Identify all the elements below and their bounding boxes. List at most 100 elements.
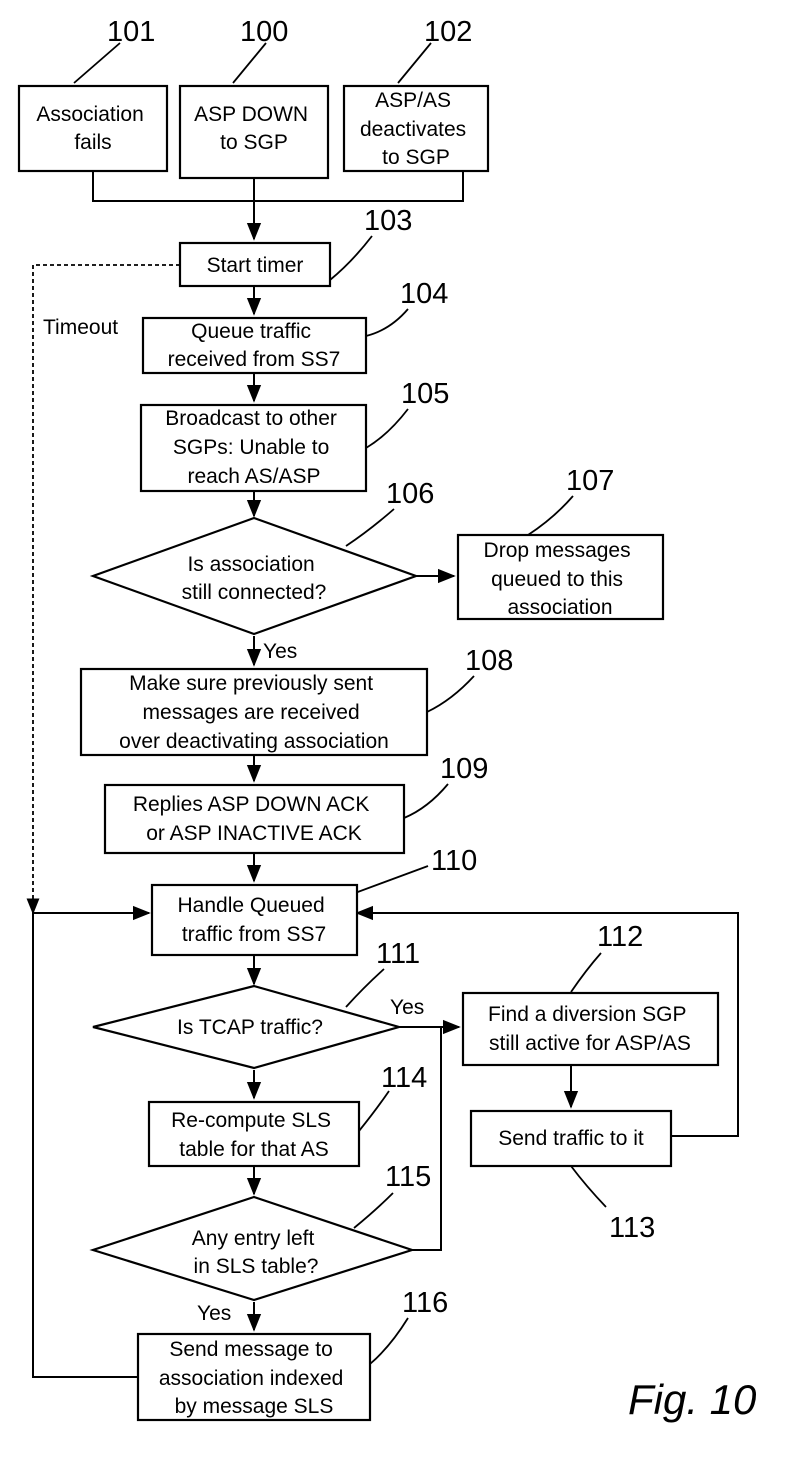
ref-number-102: 102 [424, 16, 472, 48]
ref-number-113: 113 [609, 1212, 655, 1244]
node-text-line: table for that AS [179, 1138, 328, 1161]
node-text-line: in SLS table? [194, 1255, 319, 1278]
leader-114 [359, 1091, 389, 1131]
svg-text:Send traffic to it: Send traffic to it [498, 1127, 644, 1150]
node-text-line: ASP/AS [375, 89, 451, 112]
node-text-line: to SGP [220, 131, 288, 154]
decision-association-connected: Is association still connected? [93, 518, 416, 634]
ref-number-110: 110 [431, 845, 477, 877]
edge-116-to-110 [33, 913, 149, 1377]
yes-label-106: Yes [263, 640, 297, 663]
ref-number-115: 115 [385, 1161, 431, 1193]
ref-number-101: 101 [107, 16, 155, 48]
leader-109 [404, 784, 448, 818]
node-text-line: ASP DOWN [194, 103, 308, 126]
node-start-timer: Start timer [180, 243, 330, 286]
node-text-line: Find a diversion SGP [488, 1003, 686, 1026]
node-queue-traffic: Queue traffic received from SS7 [143, 318, 366, 373]
node-text-line: received from SS7 [168, 348, 341, 371]
node-text-line: queued to this [491, 568, 623, 591]
node-text-line: association indexed [159, 1367, 343, 1390]
yes-label-115: Yes [197, 1302, 231, 1325]
svg-text:Start timer: Start timer [207, 254, 304, 277]
timeout-label: Timeout [43, 316, 118, 339]
ref-number-108: 108 [465, 645, 513, 677]
node-send-traffic-to-it: Send traffic to it [471, 1111, 671, 1166]
node-text-line: Handle Queued [178, 894, 325, 917]
ref-number-104: 104 [400, 278, 448, 310]
connectors [33, 171, 738, 1377]
node-text-line: to SGP [382, 146, 450, 169]
ref-number-107: 107 [566, 465, 614, 497]
leader-103 [330, 236, 372, 280]
ref-number-105: 105 [401, 378, 449, 410]
node-text-line: Any entry left [192, 1227, 315, 1250]
node-text-line: Drop messages [484, 539, 631, 562]
figure-label: Fig. 10 [628, 1376, 757, 1423]
leader-105 [366, 409, 408, 448]
node-text-line: Is association [187, 553, 314, 576]
edge-115-to-112 [412, 1027, 441, 1250]
node-text-line: Association [36, 103, 143, 126]
node-text-line: reach AS/ASP [187, 465, 320, 488]
decision-any-entry-left: Any entry left in SLS table? [93, 1197, 412, 1300]
ref-number-114: 114 [381, 1062, 427, 1094]
node-text-line: Send message to [169, 1338, 332, 1361]
node-text-line: Broadcast to other [165, 407, 337, 430]
leader-102 [398, 43, 431, 83]
node-text-line: by message SLS [175, 1395, 334, 1418]
ref-number-116: 116 [402, 1287, 448, 1319]
node-text-line: Queue traffic [191, 320, 311, 343]
node-text-line: Start timer [207, 254, 304, 277]
node-find-diversion-sgp: Find a diversion SGP still active for AS… [463, 993, 718, 1065]
node-text-line: fails [74, 131, 111, 154]
node-recompute-sls: Re-compute SLS table for that AS [149, 1102, 359, 1166]
leader-107 [528, 496, 573, 535]
yes-label-111: Yes [390, 996, 424, 1019]
leader-110 [355, 866, 428, 893]
node-text-line: over deactivating association [119, 730, 389, 753]
node-text-line: traffic from SS7 [182, 923, 326, 946]
leader-116 [370, 1318, 408, 1364]
node-text-line: still connected? [182, 581, 327, 604]
leader-115 [354, 1193, 393, 1228]
leader-104 [366, 309, 408, 336]
node-make-sure-received: Make sure previously sent messages are r… [81, 669, 427, 755]
svg-text:Send message to associat: Send message to association indexed by m… [159, 1338, 349, 1418]
node-text-line: Make sure previously sent [129, 672, 373, 695]
node-asp-as-deactivates: ASP/AS deactivates to SGP [344, 86, 488, 171]
node-text-line: messages are received [143, 701, 360, 724]
node-drop-messages: Drop messages queued to this association [458, 535, 663, 619]
ref-number-112: 112 [597, 921, 643, 953]
node-replies-ack: Replies ASP DOWN ACK or ASP INACTIVE ACK [105, 785, 404, 853]
ref-number-100: 100 [240, 16, 288, 48]
leader-100 [233, 43, 266, 83]
svg-text:Make sure previously sent: Make sure previously sent messages are r… [119, 672, 389, 753]
node-text-line: Re-compute SLS [171, 1109, 331, 1132]
node-handle-queued-traffic: Handle Queued traffic from SS7 [152, 885, 357, 955]
leader-101 [74, 43, 120, 83]
node-text-line: deactivates [360, 118, 466, 141]
node-broadcast-to-sgps: Broadcast to other SGPs: Unable to reach… [141, 405, 366, 491]
ref-number-106: 106 [386, 478, 434, 510]
node-asp-down-to-sgp: ASP DOWN to SGP [180, 86, 328, 178]
leader-106 [346, 509, 394, 546]
node-text-line: Send traffic to it [498, 1127, 644, 1150]
svg-text:Broadcast to other SGPs:: Broadcast to other SGPs: Unable to reach… [165, 407, 342, 488]
ref-number-103: 103 [364, 205, 412, 237]
leader-111 [346, 969, 384, 1007]
ref-number-111: 111 [376, 938, 420, 970]
node-text-line: Replies ASP DOWN ACK [133, 793, 370, 816]
node-text-line: Is TCAP traffic? [177, 1016, 323, 1039]
leader-113 [571, 1166, 606, 1207]
node-text-line: or ASP INACTIVE ACK [146, 822, 362, 845]
leader-108 [427, 676, 474, 712]
node-text-line: SGPs: Unable to [173, 436, 329, 459]
ref-number-109: 109 [440, 753, 488, 785]
node-send-message-indexed: Send message to association indexed by m… [138, 1334, 370, 1420]
leader-112 [571, 953, 601, 992]
svg-text:Is TCAP traffic?: Is TCAP traffic? [177, 1016, 323, 1039]
node-text-line: association [507, 596, 612, 619]
node-association-fails: Association fails [19, 86, 167, 171]
